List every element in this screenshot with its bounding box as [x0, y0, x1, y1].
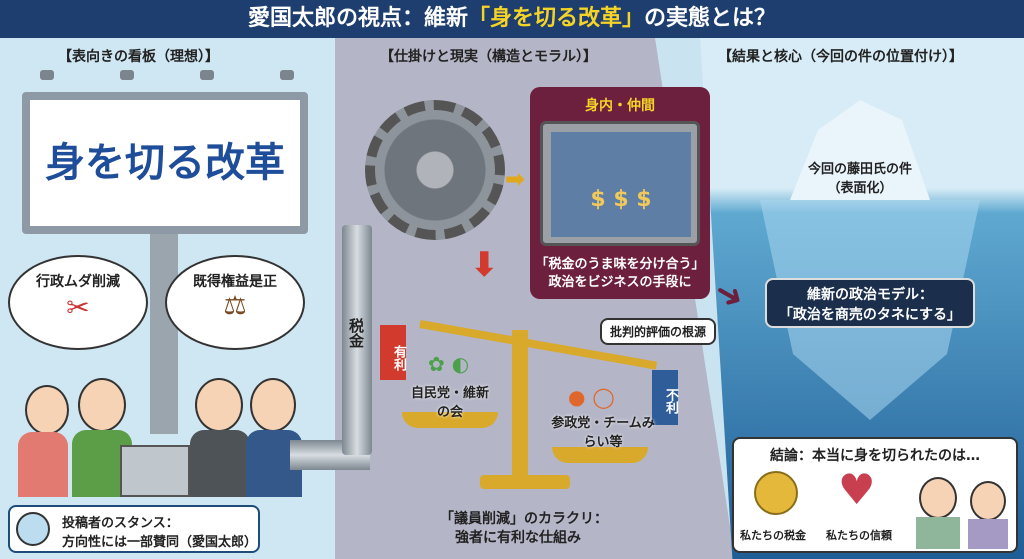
pipe-label: 税金 [347, 318, 365, 348]
scale-pan-left [402, 412, 498, 428]
gears-icon [365, 100, 505, 240]
title-highlight: 「身を切る改革」 [467, 6, 644, 31]
section-heading-mechanism: 【仕掛けと現実（構造とモラル）】 [380, 49, 597, 65]
crying-woman-avatar [970, 481, 1006, 521]
page-title: 愛国太郎の視点：維新「身を切る改革」の実態とは？ [0, 0, 1024, 38]
title-suffix: の実態とは？ [644, 6, 777, 31]
broken-heart-icon: ♥ [838, 465, 876, 514]
insider-quote: 「税金のうま味を分け合う」 [535, 257, 705, 272]
disadvantage-arrow: 不利 [652, 370, 678, 425]
conclusion-title: 結論：本当に身を切られたのは… [770, 448, 980, 464]
voter-body [18, 432, 68, 497]
tax-pipe [342, 225, 372, 455]
advantage-arrow: 有利 [380, 325, 406, 380]
scissors-icon: ✂ [66, 291, 90, 324]
politician-avatar [195, 378, 243, 432]
tip-line1: 今回の藤田氏の件 [807, 162, 912, 177]
conclusion-box: 結論：本当に身を切られたのは… ♥ 私たちの税金 私たちの信頼 [732, 437, 1018, 553]
insiders-with-money-bags: $ $ $ [551, 132, 691, 237]
scale-pan-right [552, 447, 648, 463]
scale-post [512, 330, 528, 480]
author-stance-box: 投稿者のスタンス： 方向性には一部賛同（愛国太郎） [8, 505, 260, 553]
arrow-down-icon: ⬇ [470, 245, 499, 285]
section-heading-ideal: 【表向きの看板（理想）】 [58, 49, 219, 65]
title-prefix: 愛国太郎の視点：維新 [247, 6, 468, 31]
scale-base [480, 475, 570, 489]
advantage-label: 有利 [391, 344, 406, 371]
voter-woman-avatar [25, 385, 69, 435]
arrow-right-icon: ➡ [505, 165, 526, 193]
stance-line2: 方向性には一部賛同（愛国太郎） [62, 535, 258, 550]
person-body [916, 517, 960, 549]
safe-icon: $ $ $ [540, 121, 700, 246]
model-line1: 維新の政治モデル： [807, 287, 933, 303]
voter-man-avatar [78, 378, 126, 432]
thought-bubble-admin: 行政ムダ削減✂ [8, 255, 148, 350]
billboard-light [200, 70, 214, 80]
iceberg-tip-label: 今回の藤田氏の件 （表面化） [790, 158, 930, 196]
author-avatar [16, 512, 50, 546]
billboard-light [280, 70, 294, 80]
conclusion-item-tax: 私たちの税金 [740, 529, 806, 542]
bubble-label: 既得権益是正 [193, 274, 277, 290]
party-logo-icon: ● ◯ [568, 385, 615, 409]
favored-parties-label: 自民党・維新の会 [410, 386, 489, 420]
section-heading-result: 【結果と核心（今回の件の位置付け）】 [718, 49, 963, 65]
ballot-box-icon [120, 445, 190, 497]
ishin-model-box: 維新の政治モデル： 「政治を商売のタネにする」 [765, 278, 975, 328]
insider-title: 身内・仲間 [585, 98, 655, 114]
billboard-light [120, 70, 134, 80]
sad-man-avatar [919, 477, 957, 519]
bubble-label: 行政ムダ削減 [36, 274, 120, 290]
billboard: 身を切る改革 [22, 92, 308, 234]
money-bag-icon: $ $ $ [590, 187, 652, 212]
scale-caption-1: 「議員削減」のカラクリ： [440, 511, 608, 527]
billboard-pole [150, 234, 178, 434]
thought-bubble-vested: 既得権益是正⚖ [165, 255, 305, 350]
broken-coin-icon [754, 471, 798, 515]
disadvantage-label: 不利 [663, 387, 678, 414]
party-logo-icon: ✿ ◐ [428, 352, 470, 376]
insider-box: 身内・仲間 $ $ $ 「税金のうま味を分け合う」 政治をビジネスの手段に [530, 87, 710, 299]
conclusion-item-trust: 私たちの信頼 [826, 529, 892, 542]
disfavored-parties-label: 参政党・チームみらい等 [551, 416, 655, 450]
politician-avatar [250, 378, 296, 432]
gavel-icon: ⚖ [223, 291, 247, 321]
scale-caption-2: 強者に有利な仕組み [455, 530, 581, 546]
tip-line2: （表面化） [827, 181, 893, 196]
person-body [968, 519, 1008, 549]
billboard-light [40, 70, 54, 80]
critique-label: 批判的評価の根源 [600, 318, 717, 345]
politician-body [190, 430, 250, 497]
stance-line1: 投稿者のスタンス： [62, 516, 179, 531]
model-line2: 「政治を商売のタネにする」 [778, 307, 962, 323]
insider-desc: 政治をビジネスの手段に [548, 275, 692, 290]
